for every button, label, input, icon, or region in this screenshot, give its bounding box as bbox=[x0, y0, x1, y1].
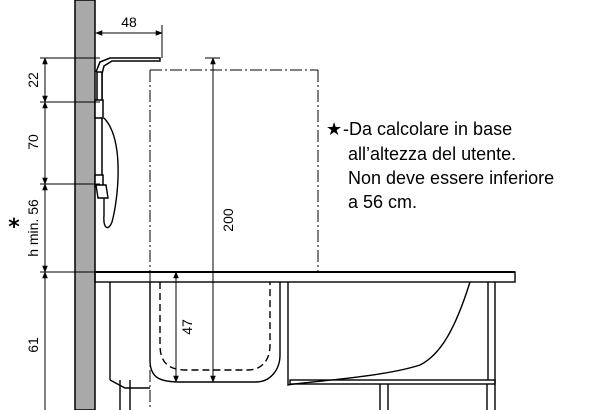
note-line-3: Non deve essere inferiore bbox=[348, 168, 554, 188]
shower-column bbox=[94, 57, 161, 188]
inner-depth-label: 47 bbox=[179, 319, 195, 335]
mixer-height-asterisk: * bbox=[8, 215, 20, 240]
tub-height-label: 61 bbox=[25, 337, 41, 353]
spout-projection-label: 48 bbox=[121, 14, 137, 30]
height-dimension-chain bbox=[40, 57, 100, 410]
spout-dimension bbox=[95, 25, 163, 58]
head-to-mixer-label: 70 bbox=[25, 134, 41, 150]
total-height-dimension bbox=[205, 57, 220, 383]
shower-hose bbox=[95, 117, 119, 229]
note-star-icon: ★ bbox=[326, 119, 342, 139]
mixer-height-label: h min. 56 bbox=[25, 199, 41, 257]
note-line-4: a 56 cm. bbox=[348, 192, 417, 212]
top-to-head-label: 22 bbox=[25, 72, 41, 88]
construction-lines bbox=[149, 69, 319, 410]
total-height-label: 200 bbox=[220, 208, 236, 232]
height-note: ★ -Da calcolare in base all’altezza del … bbox=[326, 119, 554, 212]
wall bbox=[74, 0, 96, 410]
bathtub bbox=[94, 271, 516, 410]
inner-tub-profile bbox=[159, 282, 271, 371]
note-line-2: all’altezza del utente. bbox=[348, 144, 516, 164]
note-line-1: -Da calcolare in base bbox=[343, 119, 512, 139]
